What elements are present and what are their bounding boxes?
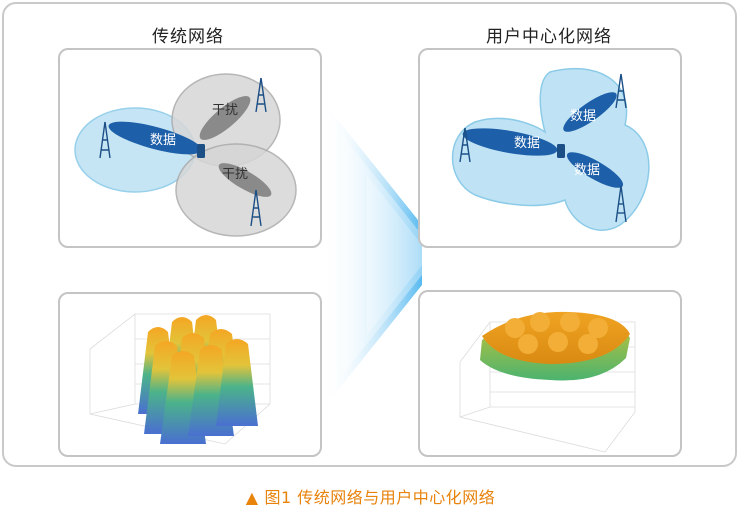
data-label-bottom: 数据	[574, 163, 600, 178]
figure-caption: ▲ 图1 传统网络与用户中心化网络	[0, 484, 741, 508]
left-title: 传统网络	[152, 27, 224, 47]
data-beam-top	[563, 92, 617, 132]
tower-left-icon	[459, 127, 471, 163]
data-beam-left	[462, 128, 558, 156]
tower-bottom-right-icon	[250, 189, 262, 227]
interference-label-top: 干扰	[212, 103, 238, 118]
tower-left-icon	[99, 121, 111, 159]
traditional-network-diagram: 数据 干扰 干扰	[58, 48, 322, 248]
data-label: 数据	[150, 133, 176, 148]
data-label-left: 数据	[514, 136, 540, 151]
interference-beam-top	[199, 96, 251, 140]
caption-text: 图1 传统网络与用户中心化网络	[264, 488, 496, 507]
tower-top-right-icon	[615, 73, 627, 109]
interference-beam-bottom	[218, 163, 272, 197]
data-beam-bottom	[566, 152, 624, 188]
beam-flare	[322, 95, 422, 415]
tower-bottom-right-icon	[615, 185, 627, 223]
data-beam	[108, 121, 202, 155]
user-centric-network-diagram: 数据 数据 数据	[418, 48, 682, 248]
surface-peaks	[138, 315, 258, 444]
user-device-icon	[197, 144, 205, 158]
user-device-icon	[557, 144, 565, 158]
right-title: 用户中心化网络	[486, 27, 612, 47]
traditional-efficiency-surface	[58, 292, 322, 457]
data-label-top: 数据	[570, 109, 596, 124]
caption-marker: ▲	[245, 488, 259, 507]
interference-label-bottom: 干扰	[222, 167, 248, 182]
flat-surface	[480, 311, 630, 381]
cell-bottom-gray	[175, 143, 297, 237]
user-centric-efficiency-surface	[418, 290, 682, 457]
tower-top-right-icon	[255, 77, 267, 113]
